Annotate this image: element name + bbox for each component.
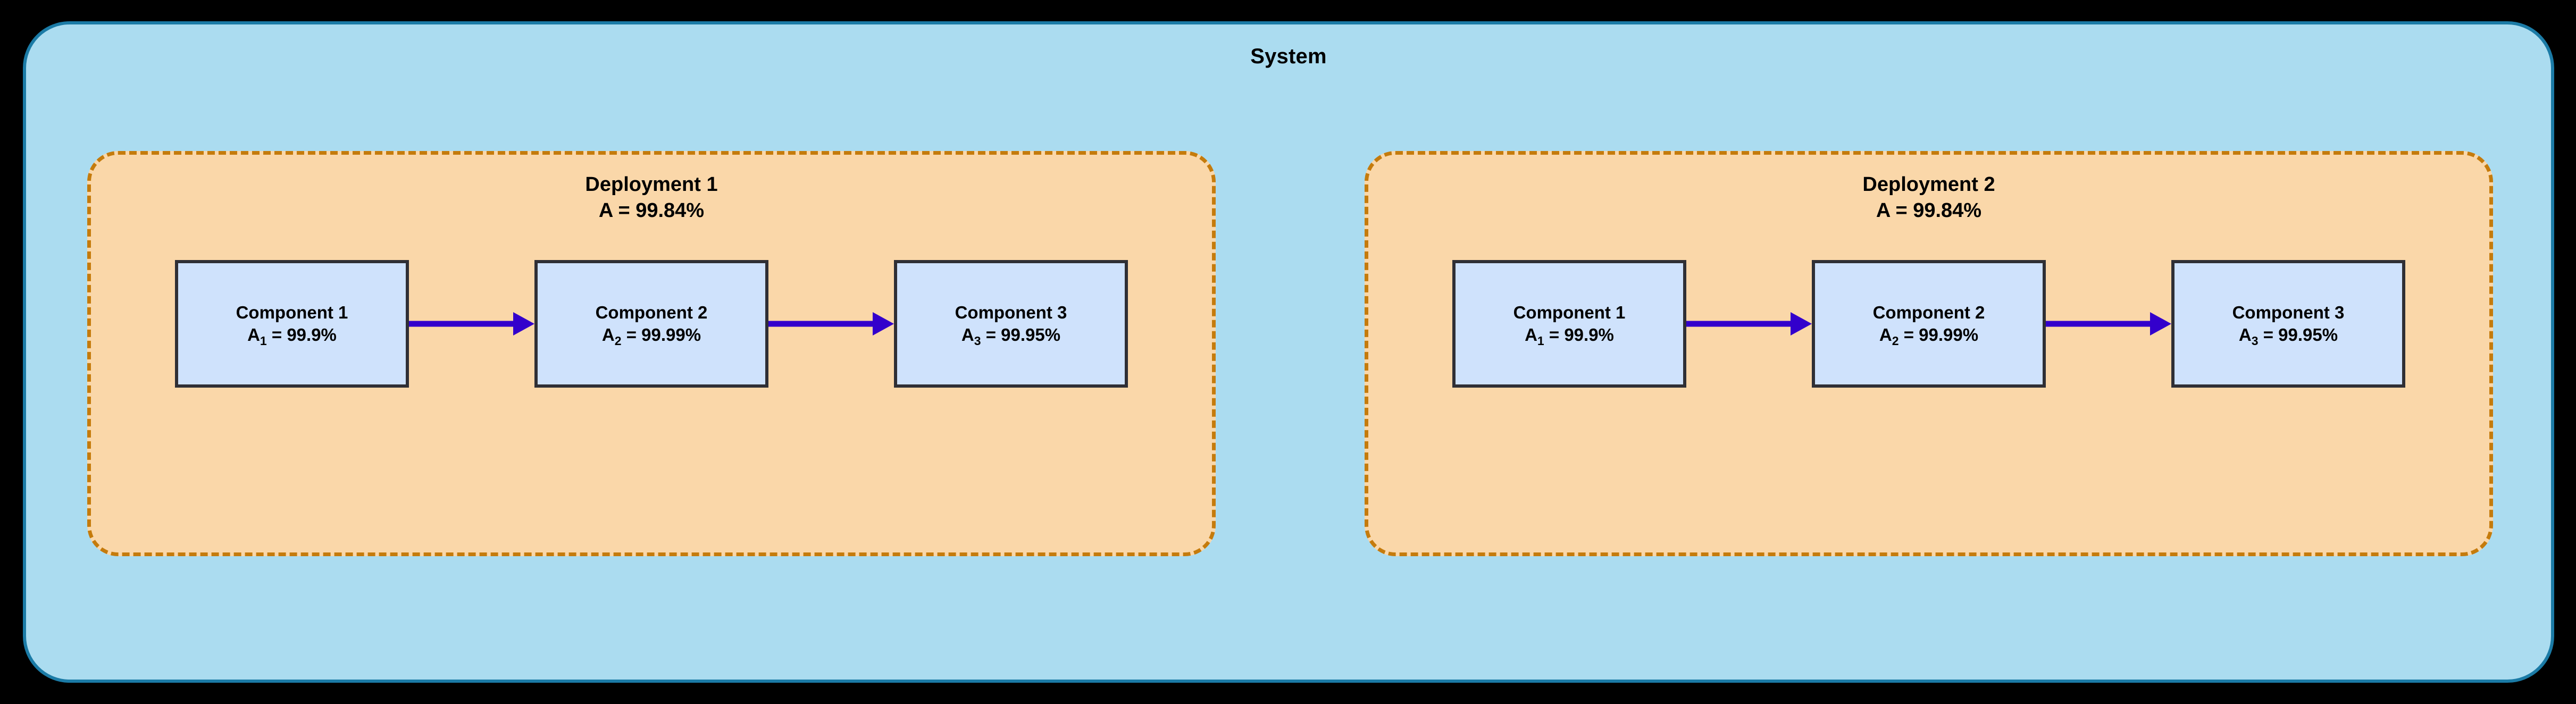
component-label-1-2: Component 2 (595, 302, 708, 322)
availability-value: = 99.9% (266, 325, 337, 345)
deployment-availability-1: A = 99.84% (598, 199, 705, 222)
deployment-title-1: Deployment 1 (585, 173, 718, 196)
availability-symbol: A (601, 325, 615, 345)
availability-symbol: A (1525, 325, 1537, 345)
availability-subscript: 1 (1537, 334, 1544, 348)
component-label-2-2: Component 2 (1872, 302, 1985, 322)
component-availability-2-2: A2 = 99.99% (1879, 324, 1979, 348)
component-availability-1-2: A2 = 99.99% (601, 324, 701, 348)
availability-subscript: 3 (2251, 334, 2259, 348)
availability-subscript: 3 (974, 334, 981, 348)
component-box-1-3[interactable]: Component 3 A3 = 99.95% (894, 260, 1128, 388)
arrow-right-icon (768, 312, 894, 336)
component-row-1: Component 1 A1 = 99.9% Component 2 A2 = … (91, 260, 1212, 388)
component-availability-2-3: A3 = 99.95% (2238, 324, 2338, 348)
component-box-2-1[interactable]: Component 1 A1 = 99.9% (1452, 260, 1686, 388)
deployment-title-2: Deployment 2 (1862, 173, 1995, 196)
arrow-connector-1-2 (768, 308, 894, 340)
availability-value: = 99.9% (1544, 325, 1614, 345)
deployment-header-2: Deployment 2 A = 99.84% (1368, 173, 2489, 223)
component-availability-1-1: A1 = 99.9% (247, 324, 337, 348)
arrow-connector-2-1 (1686, 308, 1812, 340)
component-availability-1-3: A3 = 99.95% (961, 324, 1061, 348)
component-box-2-2[interactable]: Component 2 A2 = 99.99% (1812, 260, 2046, 388)
deployment-header-1: Deployment 1 A = 99.84% (91, 173, 1212, 223)
availability-subscript: 1 (260, 334, 267, 348)
availability-value: = 99.95% (981, 325, 1061, 345)
system-container: System Deployment 1 A = 99.84% Component… (23, 21, 2554, 683)
availability-value: = 99.99% (621, 325, 701, 345)
component-label-1-3: Component 3 (955, 302, 1067, 322)
deployment-container-1: Deployment 1 A = 99.84% Component 1 A1 =… (87, 151, 1216, 556)
deployment-availability-2: A = 99.84% (1876, 199, 1982, 222)
arrow-right-icon (2046, 312, 2171, 336)
availability-value: = 99.95% (2258, 325, 2338, 345)
component-label-2-1: Component 1 (1513, 302, 1626, 322)
arrow-right-icon (1686, 312, 1812, 336)
availability-subscript: 2 (614, 334, 622, 348)
availability-symbol: A (247, 325, 260, 345)
component-box-1-1[interactable]: Component 1 A1 = 99.9% (175, 260, 409, 388)
system-title: System (1250, 45, 1327, 68)
component-label-1-1: Component 1 (236, 302, 348, 322)
component-row-2: Component 1 A1 = 99.9% Component 2 A2 = … (1368, 260, 2489, 388)
component-label-2-3: Component 3 (2232, 302, 2345, 322)
availability-symbol: A (2238, 325, 2252, 345)
arrow-connector-2-2 (2046, 308, 2171, 340)
arrow-right-icon (409, 312, 534, 336)
component-availability-2-1: A1 = 99.9% (1525, 324, 1614, 348)
arrow-connector-1-1 (409, 308, 534, 340)
component-box-1-2[interactable]: Component 2 A2 = 99.99% (534, 260, 768, 388)
deployment-container-2: Deployment 2 A = 99.84% Component 1 A1 =… (1365, 151, 2493, 556)
component-box-2-3[interactable]: Component 3 A3 = 99.95% (2171, 260, 2405, 388)
availability-symbol: A (961, 325, 974, 345)
availability-symbol: A (1879, 325, 1892, 345)
availability-subscript: 2 (1892, 334, 1899, 348)
availability-value: = 99.99% (1898, 325, 1979, 345)
